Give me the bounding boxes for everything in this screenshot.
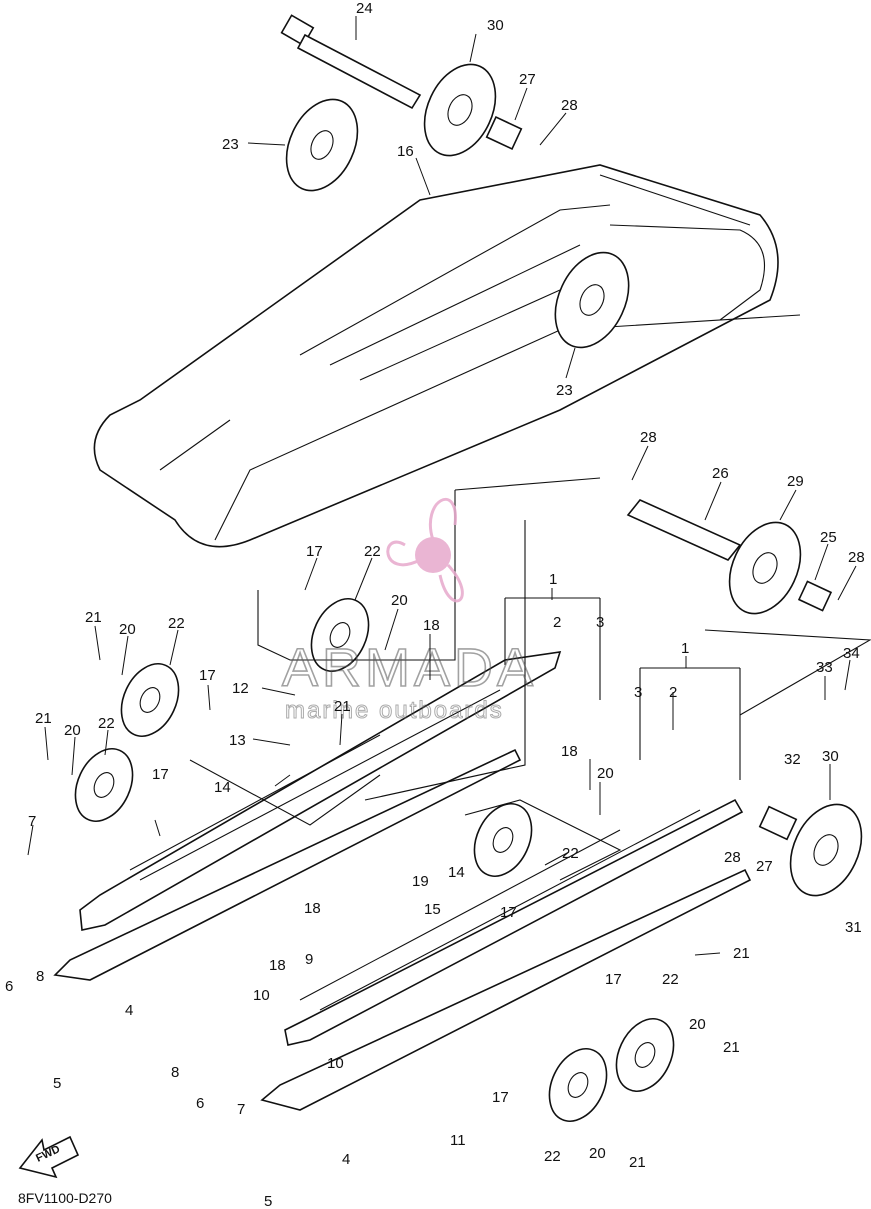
callout-21: 21 <box>35 710 52 727</box>
callout-26: 26 <box>712 465 729 482</box>
callout-20: 20 <box>391 592 408 609</box>
callout-7: 7 <box>28 813 36 830</box>
wheel-22-left-a <box>120 663 180 737</box>
callout-20: 20 <box>597 765 614 782</box>
callout-21: 21 <box>723 1039 740 1056</box>
callout-17: 17 <box>152 766 169 783</box>
callout-8: 8 <box>36 968 44 985</box>
callout-21: 21 <box>629 1154 646 1171</box>
callout-20: 20 <box>589 1145 606 1162</box>
slide-rails <box>53 651 752 1111</box>
callout-24: 24 <box>356 0 373 17</box>
armada-watermark: ARMADA marine outboards <box>281 497 537 725</box>
callout-30: 30 <box>487 17 504 34</box>
diagram-code: 8FV1100-D270 <box>18 1190 112 1206</box>
callout-27: 27 <box>756 858 773 875</box>
callout-2: 2 <box>553 614 561 631</box>
callout-20: 20 <box>64 722 81 739</box>
callout-28: 28 <box>640 429 657 446</box>
callout-21: 21 <box>334 698 351 715</box>
wheel-29 <box>728 521 802 615</box>
wheel-30-right <box>789 803 863 897</box>
callout-7: 7 <box>237 1101 245 1118</box>
callout-17: 17 <box>500 904 517 921</box>
wheel-22-middle <box>473 803 533 877</box>
callout-27: 27 <box>519 71 536 88</box>
watermark-tagline: marine outboards <box>285 697 504 724</box>
callout-18: 18 <box>423 617 440 634</box>
track-belt <box>93 164 801 548</box>
callout-32: 32 <box>784 751 801 768</box>
wheel-23-track <box>554 251 630 349</box>
callout-18: 18 <box>304 900 321 917</box>
callout-31: 31 <box>845 919 862 936</box>
callout-22: 22 <box>662 971 679 988</box>
callout-14: 14 <box>448 864 465 881</box>
callout-3: 3 <box>634 684 642 701</box>
callout-22: 22 <box>98 715 115 732</box>
callout-15: 15 <box>424 901 441 918</box>
callout-28: 28 <box>724 849 741 866</box>
callout-9: 9 <box>305 951 313 968</box>
callout-12: 12 <box>232 680 249 697</box>
callout-28: 28 <box>561 97 578 114</box>
callout-20: 20 <box>119 621 136 638</box>
callout-20: 20 <box>689 1016 706 1033</box>
wheel-22-left-b <box>74 748 134 822</box>
callout-25: 25 <box>820 529 837 546</box>
callout-4: 4 <box>342 1151 350 1168</box>
callout-28: 28 <box>848 549 865 566</box>
callout-18: 18 <box>561 743 578 760</box>
wheel-30-top <box>423 63 497 157</box>
callout-17: 17 <box>199 667 216 684</box>
callout-5: 5 <box>264 1193 272 1209</box>
callout-1: 1 <box>681 640 689 657</box>
callout-23: 23 <box>556 382 573 399</box>
callout-22: 22 <box>364 543 381 560</box>
callout-21: 21 <box>733 945 750 962</box>
wheel-22-upper <box>310 598 370 672</box>
wheel-23-upper-left <box>285 98 359 192</box>
callout-34: 34 <box>843 645 860 662</box>
wheel-set <box>74 63 863 1122</box>
callout-22: 22 <box>562 845 579 862</box>
callout-6: 6 <box>5 978 13 995</box>
callout-33: 33 <box>816 659 833 676</box>
callout-21: 21 <box>85 609 102 626</box>
callout-23: 23 <box>222 136 239 153</box>
callout-29: 29 <box>787 473 804 490</box>
callout-labels: 24 30 27 28 23 16 23 28 26 29 25 28 17 2… <box>5 0 865 1209</box>
callout-13: 13 <box>229 732 246 749</box>
leader-lines <box>27 16 857 956</box>
fwd-arrow-icon: FWD <box>18 1135 80 1179</box>
watermark-brand: ARMADA <box>282 638 537 698</box>
callout-6: 6 <box>196 1095 204 1112</box>
callout-16: 16 <box>397 143 414 160</box>
callout-18: 18 <box>269 957 286 974</box>
callout-5: 5 <box>53 1075 61 1092</box>
callout-10: 10 <box>253 987 270 1004</box>
wheel-22-lower-left <box>548 1048 608 1122</box>
callout-2: 2 <box>669 684 677 701</box>
callout-19: 19 <box>412 873 429 890</box>
propeller-logo-icon <box>386 497 464 603</box>
callout-1: 1 <box>549 571 557 588</box>
callout-3: 3 <box>596 614 604 631</box>
callout-10: 10 <box>327 1055 344 1072</box>
callout-14: 14 <box>214 779 231 796</box>
wheel-22-lower-right <box>615 1018 675 1092</box>
callout-22: 22 <box>168 615 185 632</box>
callout-17: 17 <box>492 1089 509 1106</box>
callout-17: 17 <box>306 543 323 560</box>
brackets <box>189 477 871 881</box>
upper-shaft-parts <box>280 14 833 841</box>
callout-30: 30 <box>822 748 839 765</box>
callout-8: 8 <box>171 1064 179 1081</box>
callout-22: 22 <box>544 1148 561 1165</box>
callout-4: 4 <box>125 1002 133 1019</box>
callout-17: 17 <box>605 971 622 988</box>
callout-11: 11 <box>450 1132 466 1149</box>
